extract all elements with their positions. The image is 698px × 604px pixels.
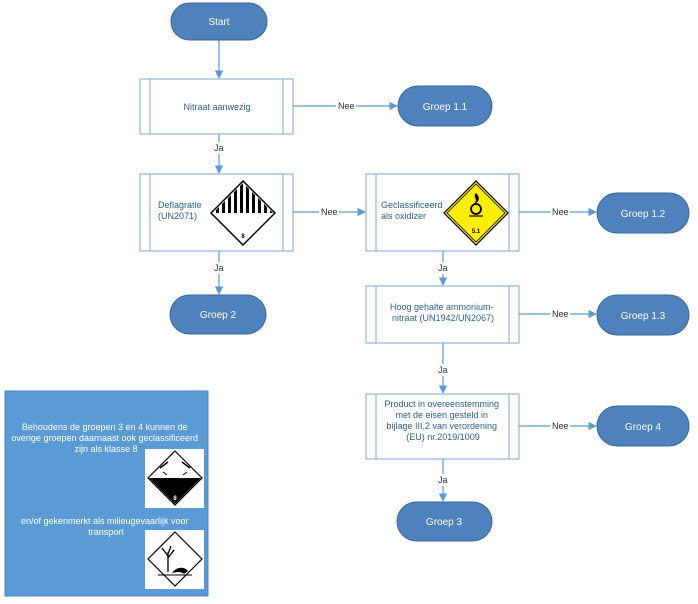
label-ja-4: Ja	[438, 365, 448, 375]
label-nee-4: Nee	[552, 309, 569, 319]
edge-labels: Nee Ja Nee Ja Nee Ja Nee Ja Nee Ja	[212, 100, 570, 486]
svg-text:Deflagratie (UN2071): Deflagratie (UN2071)	[158, 200, 204, 221]
node-groep-4: Groep 4	[596, 405, 690, 447]
oxidizer-hazard-icon: 5.1	[443, 180, 509, 246]
svg-text:8: 8	[173, 496, 177, 502]
node-groep-3: Groep 3	[396, 501, 493, 542]
label-ja-5: Ja	[438, 475, 448, 485]
node-start: Start	[170, 2, 268, 41]
svg-text:Behoudens de groepen 3 en 4 ku: Behoudens de groepen 3 en 4 kunnen de ov…	[11, 422, 200, 454]
svg-text:Nitraat aanwezig: Nitraat aanwezig	[183, 102, 250, 112]
node-ammonium-nitraat: Hoog gehalte ammonium- nitraat (UN1942/U…	[365, 285, 520, 344]
svg-text:Groep 1.2: Groep 1.2	[621, 209, 666, 220]
label-ja-2: Ja	[214, 263, 224, 273]
node-deflagratie: Deflagratie (UN2071) 8	[139, 173, 294, 252]
node-nitraat-aanwezig: Nitraat aanwezig	[139, 78, 294, 135]
label-nee-5: Nee	[552, 421, 569, 431]
label-nee-3: Nee	[552, 207, 569, 217]
node-groep-1-3: Groep 1.3	[596, 294, 690, 336]
environment-hazard-icon	[145, 530, 204, 589]
label-nee-1: Nee	[338, 101, 355, 111]
label-ja-1: Ja	[214, 143, 224, 153]
svg-text:Groep 4: Groep 4	[625, 422, 662, 433]
svg-text:8: 8	[241, 234, 245, 240]
svg-text:Start: Start	[208, 17, 229, 28]
node-groep-1-2: Groep 1.2	[596, 192, 690, 234]
svg-text:Hoog gehalte ammonium- n: Hoog gehalte ammonium- nitraat (UN1942/U…	[390, 302, 496, 323]
node-groep-1-1: Groep 1.1	[397, 85, 493, 127]
svg-text:Groep 2: Groep 2	[200, 310, 237, 321]
svg-text:Groep 1.3: Groep 1.3	[621, 311, 666, 322]
svg-text:5.1: 5.1	[472, 229, 481, 235]
svg-text:Product in overeenstemming: Product in overeenstemming met de eisen …	[384, 399, 501, 442]
label-ja-3: Ja	[438, 263, 448, 273]
svg-text:Geclassificeerd als oxid: Geclassificeerd als oxidizer	[381, 200, 445, 221]
node-product-eisen: Product in overeenstemming met de eisen …	[365, 393, 520, 460]
node-oxidizer: Geclassificeerd als oxidizer 5.1	[365, 173, 520, 252]
corrosive-hazard-icon: 8	[145, 449, 204, 508]
label-nee-2: Nee	[321, 207, 338, 217]
svg-text:Groep 1.1: Groep 1.1	[423, 102, 468, 113]
svg-text:Groep 3: Groep 3	[426, 517, 463, 528]
note-panel: Behoudens de groepen 3 en 4 kunnen de ov…	[4, 390, 209, 597]
node-groep-2: Groep 2	[169, 294, 267, 335]
svg-text:en/of gekenmerkt als milieuge: en/of gekenmerkt als milieugevaarlijk vo…	[21, 516, 191, 537]
